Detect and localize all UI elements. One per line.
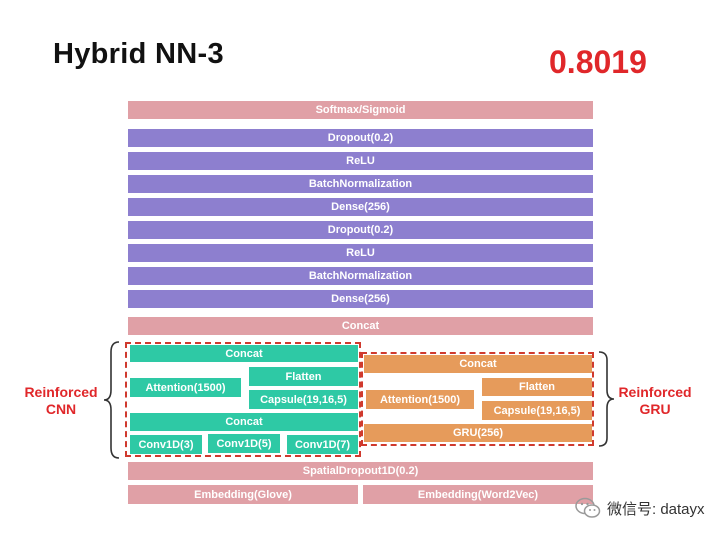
cnn-attention: Attention(1500) bbox=[130, 378, 241, 397]
watermark-text: 微信号: datayx bbox=[607, 500, 705, 518]
dense-layer-2: Dense(256) bbox=[128, 290, 593, 308]
conv1d-3: Conv1D(3) bbox=[130, 435, 202, 454]
gru-concat: Concat bbox=[364, 355, 592, 373]
concat-layer: Concat bbox=[128, 317, 593, 335]
relu-layer-1: ReLU bbox=[128, 152, 593, 170]
gru-attention: Attention(1500) bbox=[366, 390, 474, 409]
gru-layer: GRU(256) bbox=[364, 424, 592, 442]
cnn-branch-outline bbox=[125, 342, 361, 457]
gru-right-brace bbox=[598, 351, 615, 447]
conv1d-5: Conv1D(5) bbox=[208, 434, 280, 453]
reinforced-gru-label-line1: Reinforced bbox=[618, 384, 692, 400]
batchnorm-layer-1: BatchNormalization bbox=[128, 175, 593, 193]
wechat-icon bbox=[575, 497, 601, 518]
cnn-capsule: Capsule(19,16,5) bbox=[249, 390, 358, 409]
watermark: 微信号: datayx bbox=[575, 495, 720, 521]
relu-layer-2: ReLU bbox=[128, 244, 593, 262]
dense-layer-1: Dense(256) bbox=[128, 198, 593, 216]
dropout-layer-1: Dropout(0.2) bbox=[128, 129, 593, 147]
embedding-glove: Embedding(Glove) bbox=[128, 485, 358, 504]
gru-flatten: Flatten bbox=[482, 378, 592, 396]
reinforced-cnn-label-line2: CNN bbox=[45, 401, 77, 417]
dropout-layer-2: Dropout(0.2) bbox=[128, 221, 593, 239]
cnn-concat-bottom: Concat bbox=[130, 413, 358, 431]
embedding-word2vec: Embedding(Word2Vec) bbox=[363, 485, 593, 504]
gru-branch-outline bbox=[361, 352, 594, 446]
batchnorm-layer-2: BatchNormalization bbox=[128, 267, 593, 285]
reinforced-gru-label-line2: GRU bbox=[639, 401, 671, 417]
reinforced-cnn-label-line1: Reinforced bbox=[24, 384, 98, 400]
spatial-dropout-layer: SpatialDropout1D(0.2) bbox=[128, 462, 593, 480]
conv1d-7: Conv1D(7) bbox=[287, 435, 358, 454]
softmax-layer: Softmax/Sigmoid bbox=[128, 101, 593, 119]
cnn-flatten: Flatten bbox=[249, 367, 358, 386]
score-value: 0.8019 bbox=[549, 44, 647, 80]
reinforced-cnn-label: Reinforced CNN bbox=[18, 384, 104, 418]
cnn-left-brace bbox=[103, 341, 120, 459]
gru-capsule: Capsule(19,16,5) bbox=[482, 401, 592, 420]
page-title: Hybrid NN-3 bbox=[53, 38, 224, 70]
cnn-concat-top: Concat bbox=[130, 345, 358, 362]
reinforced-gru-label: Reinforced GRU bbox=[612, 384, 698, 418]
